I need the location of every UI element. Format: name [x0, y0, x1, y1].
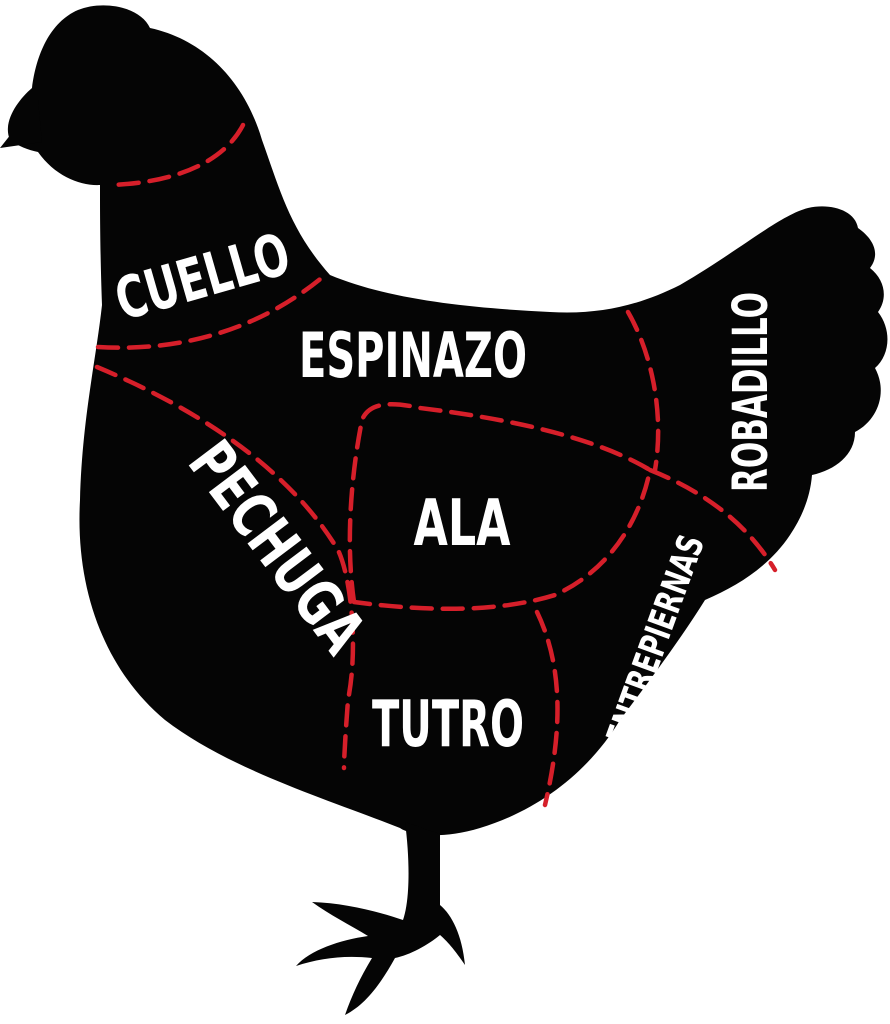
label-espinazo: ESPINAZO	[299, 319, 527, 392]
chicken-beak	[0, 100, 42, 148]
cut-lines	[94, 122, 778, 808]
label-ala: ALA	[414, 487, 511, 561]
cut-line-neck-bottom	[95, 272, 328, 350]
cut-line-tail	[647, 467, 778, 573]
chicken-leg	[296, 822, 465, 1015]
cut-line-wing	[347, 401, 653, 612]
label-robadillo: ROBADILLO	[723, 292, 779, 492]
cut-line-breast	[94, 364, 356, 771]
cut-line-back-right	[625, 309, 661, 473]
chicken-silhouette	[0, 5, 888, 1015]
cut-line-thigh	[534, 609, 560, 808]
label-tutro: TUTRO	[372, 688, 524, 762]
cut-line-neck-top	[109, 122, 246, 188]
chicken-body	[7, 5, 888, 836]
